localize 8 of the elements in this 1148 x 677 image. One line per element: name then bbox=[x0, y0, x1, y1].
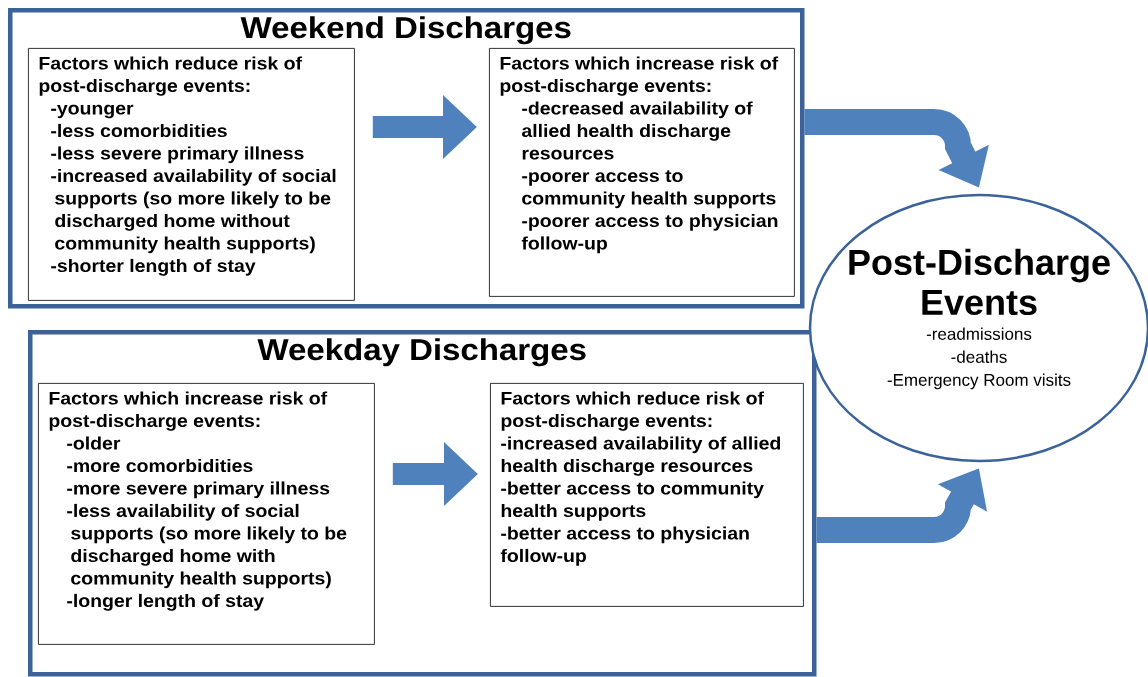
node-label: -readmissions bbox=[926, 327, 1032, 340]
text-box: Factors which reduce risk of post-discharge events: -increased availability of allied health discharge resources -better access to community health supports -better access to physician follow-up bbox=[490, 383, 804, 607]
text-box: Factors which increase risk of post-discharge events: -older -more comorbidities -more severe primary illness -less availability of social supports (so more likely to be discharged home with community health supports) -longer length of stay bbox=[38, 383, 375, 645]
text-box: Factors which reduce risk of post-discharge events: -younger -less comorbidities -less severe primary illness -increased availability of social supports (so more likely to be discharged home without community health supports) -shorter length of stay bbox=[28, 48, 355, 301]
text-box: Factors which increase risk of post-discharge events: -decreased availability of allied health discharge resources -poorer access to community health supports -poorer access to physician follow-up bbox=[489, 48, 795, 297]
node-label: -Emergency Room visits bbox=[887, 373, 1071, 390]
node-label: -deaths bbox=[951, 350, 1007, 363]
node-label: Post-Discharge Events bbox=[849, 248, 1110, 316]
